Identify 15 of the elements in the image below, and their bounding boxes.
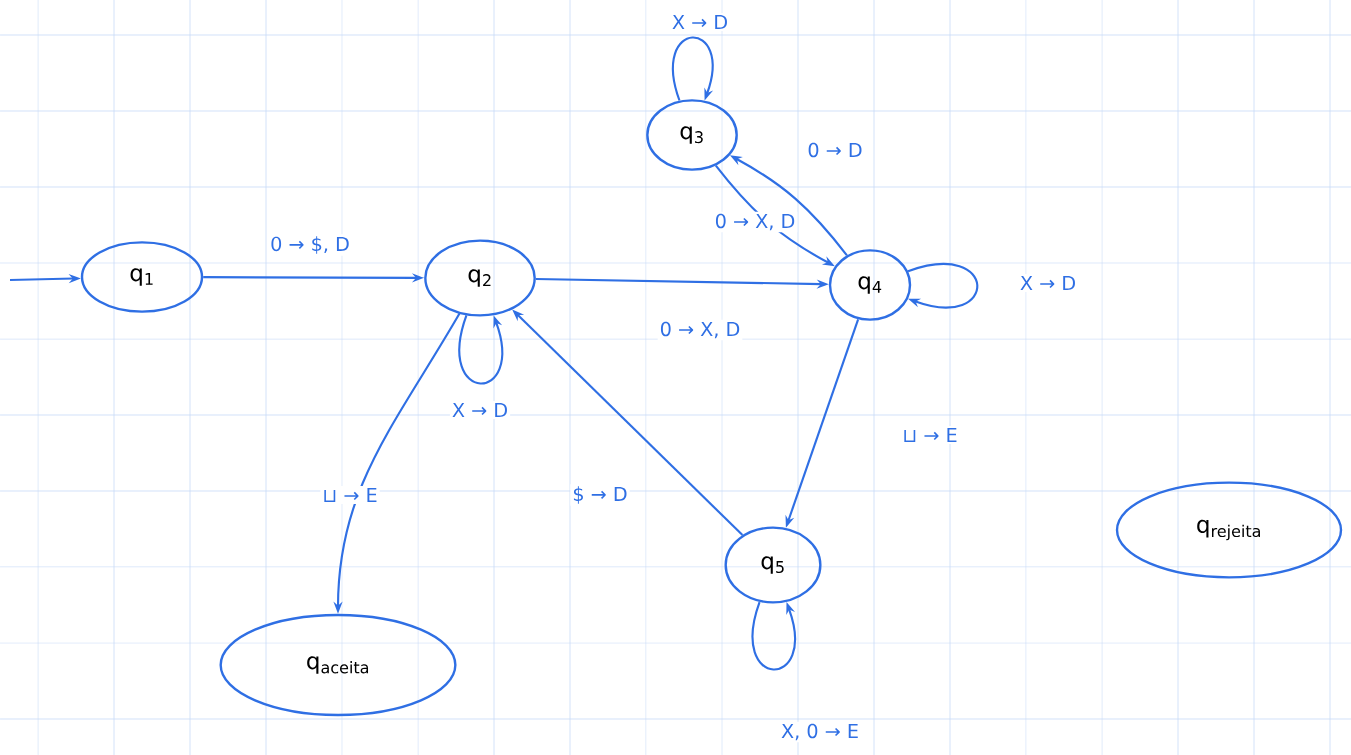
edge-label: X, 0 → E xyxy=(779,721,861,743)
edge-label: ⊔ → E xyxy=(320,486,380,504)
edge-label: 0 → X, D xyxy=(712,211,798,233)
edge-label: X → D xyxy=(449,401,511,419)
edge-label: 0 → X, D xyxy=(657,319,743,341)
edge-label: 0 → D xyxy=(805,140,865,160)
arrow xyxy=(458,315,504,385)
arrow xyxy=(751,601,796,671)
arrow xyxy=(907,262,979,309)
edge-label: ⊔ → E xyxy=(900,426,960,444)
edge-label: $ → D xyxy=(570,484,630,506)
edge-label: 0 → $, D xyxy=(268,234,352,256)
edge-label: X → D xyxy=(669,13,731,31)
edge-label: X → D xyxy=(1017,274,1079,292)
arrow xyxy=(671,36,714,101)
